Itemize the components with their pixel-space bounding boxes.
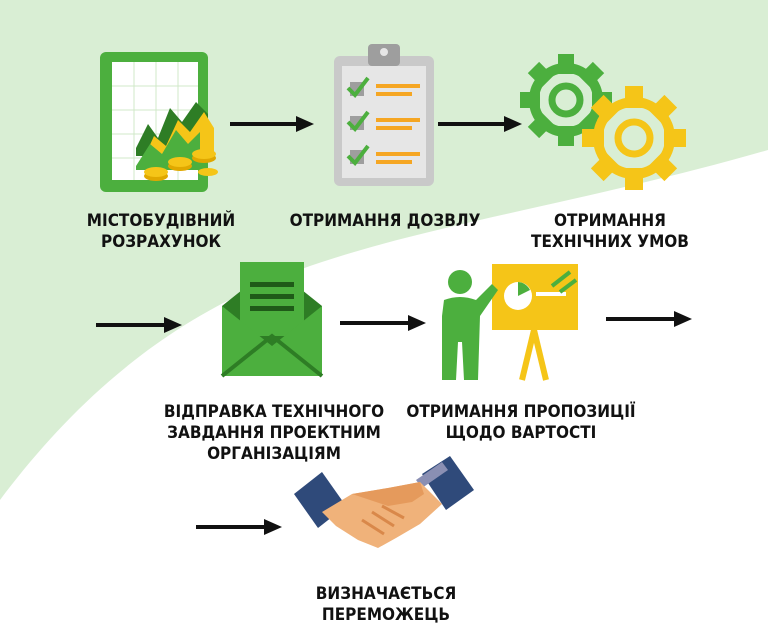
arrow-right-icon: [230, 116, 314, 132]
city-calculation-monitor-icon: [100, 52, 218, 192]
envelope-document-icon: [220, 262, 324, 378]
arrow-right-icon: [606, 311, 692, 327]
arrow-right-icon: [438, 116, 522, 132]
arrow-right-icon: [340, 315, 426, 331]
arrow-right-icon: [96, 317, 182, 333]
handshake-icon: [294, 456, 474, 548]
presenter-board-icon: [442, 264, 578, 381]
gears-icon: [520, 54, 686, 190]
step-label-permit: ОТРИМАННЯ ДОЗВЛУ: [289, 211, 481, 231]
arrow-right-icon: [196, 519, 282, 535]
clipboard-checklist-icon: [334, 44, 434, 186]
